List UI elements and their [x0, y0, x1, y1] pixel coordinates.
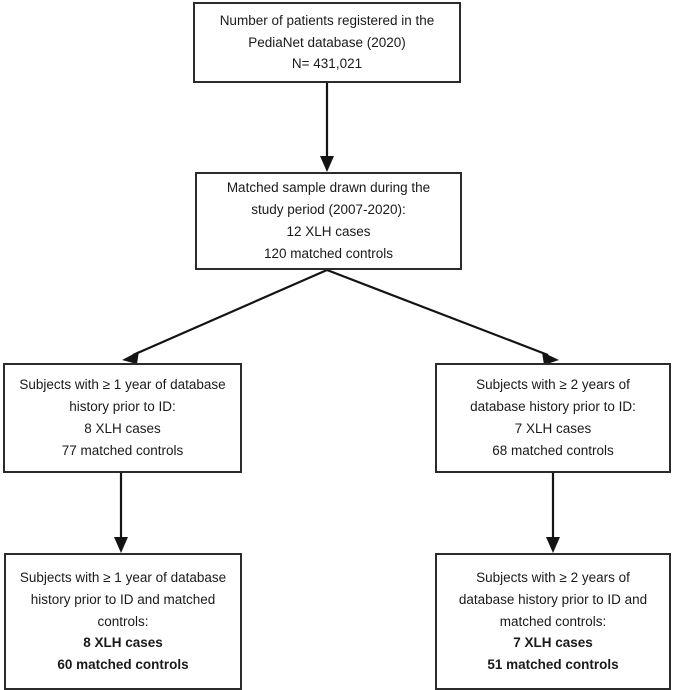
node-two-years-mc-line-2: database history prior to ID and	[458, 591, 648, 607]
node-two-years-line-2: database history prior to ID:	[470, 399, 636, 415]
node-two-years-line-1: Subjects with ≥ 2 years of	[476, 377, 630, 393]
node-one-year-line-3: 8 XLH cases	[84, 421, 161, 436]
node-one-year-history: Subjects with ≥ 1 year of database histo…	[3, 363, 242, 473]
node-one-year-history-matched: Subjects with ≥ 1 year of database histo…	[4, 553, 242, 690]
node-one-year-mc-line-2: history prior to ID and matched	[30, 591, 216, 607]
node-matched-line-3: 12 XLH cases	[286, 224, 371, 239]
arrow-matched-to-one-year	[122, 268, 328, 364]
node-one-year-line-4: 77 matched controls	[61, 442, 184, 458]
node-two-years-history-matched: Subjects with ≥ 2 years of database hist…	[435, 553, 671, 690]
node-two-years-mc-line-3: matched controls:	[499, 613, 607, 629]
node-one-year-mc-line-4: 8 XLH cases	[83, 635, 163, 651]
node-registered-line-1: Number of patients registered in the	[219, 12, 435, 28]
node-registered-patients: Number of patients registered in the Ped…	[193, 2, 461, 83]
node-one-year-mc-line-5: 60 matched controls	[57, 657, 189, 673]
node-registered-line-2: PediaNet database (2020)	[248, 34, 406, 50]
arrow-matched-to-two-years	[326, 268, 559, 365]
node-matched-line-1: Matched sample drawn during the	[226, 180, 431, 196]
arrow-two-years-to-matched-box	[546, 473, 560, 553]
node-registered-line-3: N= 431,021	[291, 56, 363, 72]
node-matched-line-2: study period (2007-2020):	[251, 202, 406, 218]
node-two-years-line-3: 7 XLH cases	[514, 421, 592, 436]
node-matched-sample: Matched sample drawn during the study pe…	[195, 172, 462, 270]
node-two-years-mc-line-1: Subjects with ≥ 2 years of	[476, 569, 630, 585]
node-matched-line-4: 120 matched controls	[263, 245, 394, 261]
arrow-one-year-to-matched-box	[114, 473, 128, 553]
node-one-year-line-2: history prior to ID:	[69, 399, 176, 415]
node-one-year-line-1: Subjects with ≥ 1 year of database	[19, 377, 226, 393]
node-two-years-history: Subjects with ≥ 2 years of database hist…	[435, 363, 671, 473]
node-two-years-line-4: 68 matched controls	[492, 442, 614, 458]
arrow-registered-to-matched	[320, 83, 334, 172]
node-two-years-mc-line-4: 7 XLH cases	[513, 635, 593, 651]
node-one-year-mc-line-1: Subjects with ≥ 1 year of database	[19, 569, 227, 585]
node-two-years-mc-line-5: 51 matched controls	[487, 657, 619, 673]
node-one-year-mc-line-3: controls:	[97, 613, 149, 629]
